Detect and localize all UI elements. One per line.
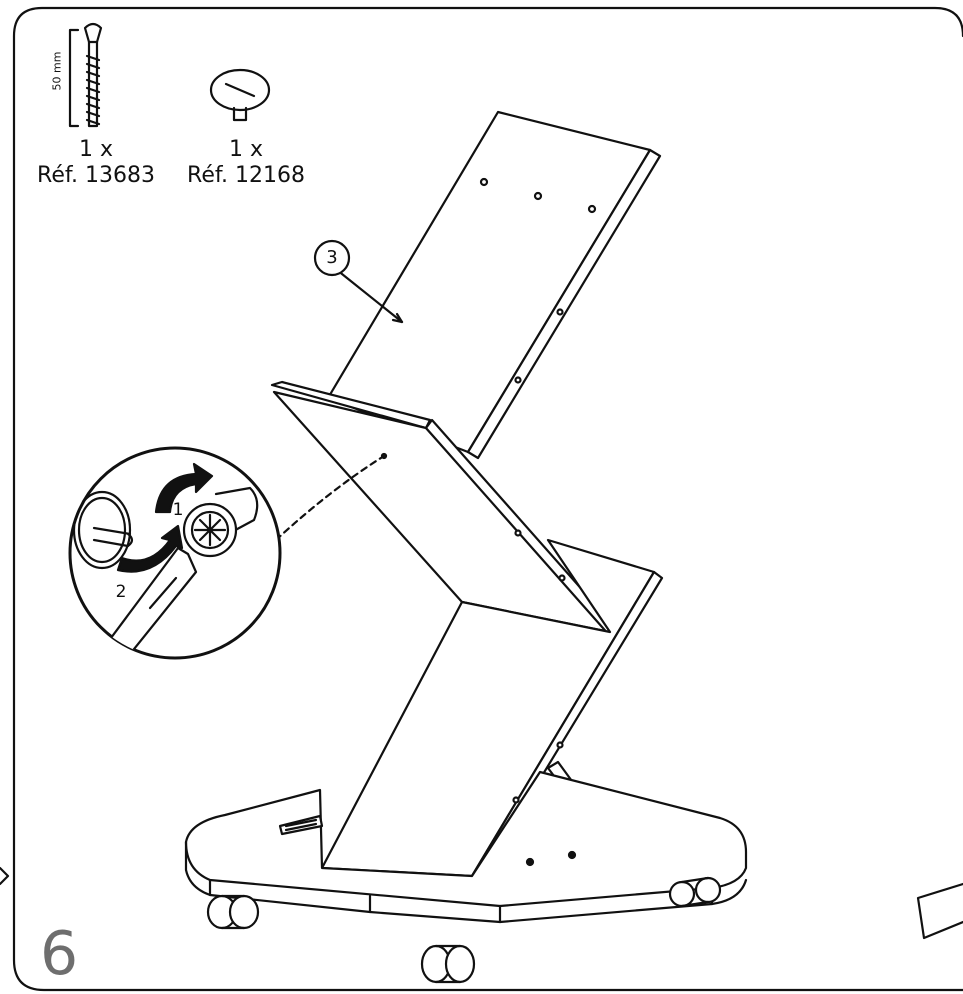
caster-wheel-right bbox=[668, 876, 722, 908]
part-2-ref: Réf. 12168 bbox=[187, 163, 305, 188]
shelf-top-panel bbox=[326, 110, 662, 460]
rotate-arrow-icon-2 bbox=[116, 524, 184, 573]
detail-step-1: 1 bbox=[172, 500, 184, 520]
base-platform bbox=[184, 770, 748, 924]
part-2-quantity: 1 x bbox=[228, 137, 263, 162]
callout-part-number: 3 bbox=[326, 247, 338, 268]
left-page-arrow-icon bbox=[0, 866, 10, 886]
detail-magnifier bbox=[68, 446, 282, 660]
right-page-arrow-icon bbox=[916, 882, 963, 940]
callout-arrowhead bbox=[391, 312, 404, 324]
part-1-quantity: 1 x bbox=[78, 137, 113, 162]
screw-icon bbox=[68, 22, 103, 128]
caster-wheel-front-left bbox=[206, 894, 260, 930]
dimension-label: 50 mm bbox=[50, 51, 64, 91]
rotate-arrow-icon-1 bbox=[154, 462, 214, 514]
shelf-middle-panel bbox=[270, 380, 618, 638]
detail-step-2: 2 bbox=[115, 582, 127, 602]
caster-wheel-front bbox=[420, 944, 476, 984]
step-number: 6 bbox=[40, 919, 79, 989]
detail-leader bbox=[274, 454, 386, 542]
callout-leader bbox=[335, 268, 404, 324]
callout-circle bbox=[313, 239, 351, 277]
part-1-ref: Réf. 13683 bbox=[37, 163, 155, 188]
cap-icon bbox=[209, 68, 271, 122]
